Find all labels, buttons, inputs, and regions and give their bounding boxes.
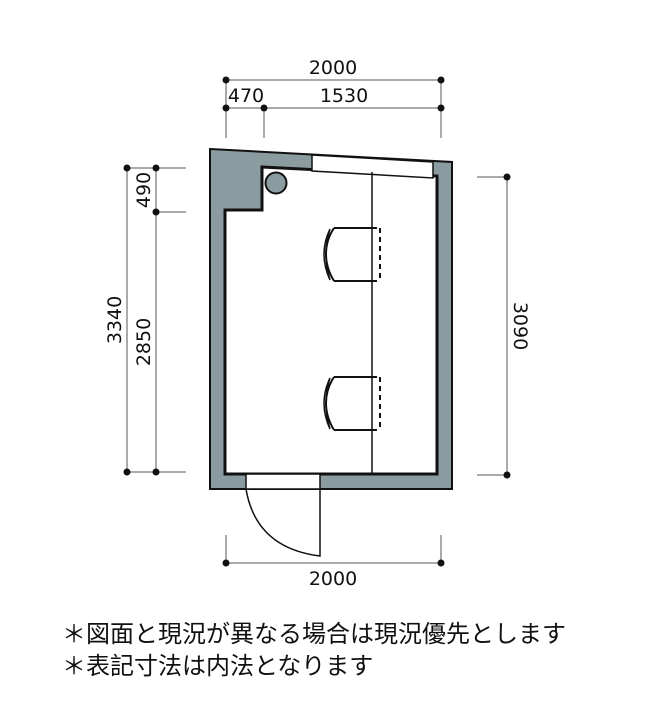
dim-top-left: 470: [228, 85, 264, 107]
dim-right-total: 3090: [509, 302, 531, 350]
door-opening: [245, 473, 321, 490]
chair: [323, 376, 381, 431]
chair: [323, 227, 381, 282]
dimension-dots: [123, 76, 511, 567]
room-floor: [223, 165, 439, 476]
window: [311, 154, 434, 179]
dim-left-bottom: 2850: [133, 318, 155, 366]
pipe-column: [264, 171, 288, 195]
note-current-priority: ＊図面と現況が異なる場合は現況優先とします: [62, 620, 566, 648]
dim-left-total: 3340: [104, 296, 126, 344]
dim-bottom-total: 2000: [309, 568, 357, 590]
dim-top-total: 2000: [309, 57, 357, 79]
dim-top-right: 1530: [320, 85, 368, 107]
dim-left-top: 490: [133, 172, 155, 208]
note-inner-dimensions: ＊表記寸法は内法となります: [62, 652, 374, 680]
door-swing: [245, 488, 321, 557]
dimension-lines: [126, 79, 508, 564]
